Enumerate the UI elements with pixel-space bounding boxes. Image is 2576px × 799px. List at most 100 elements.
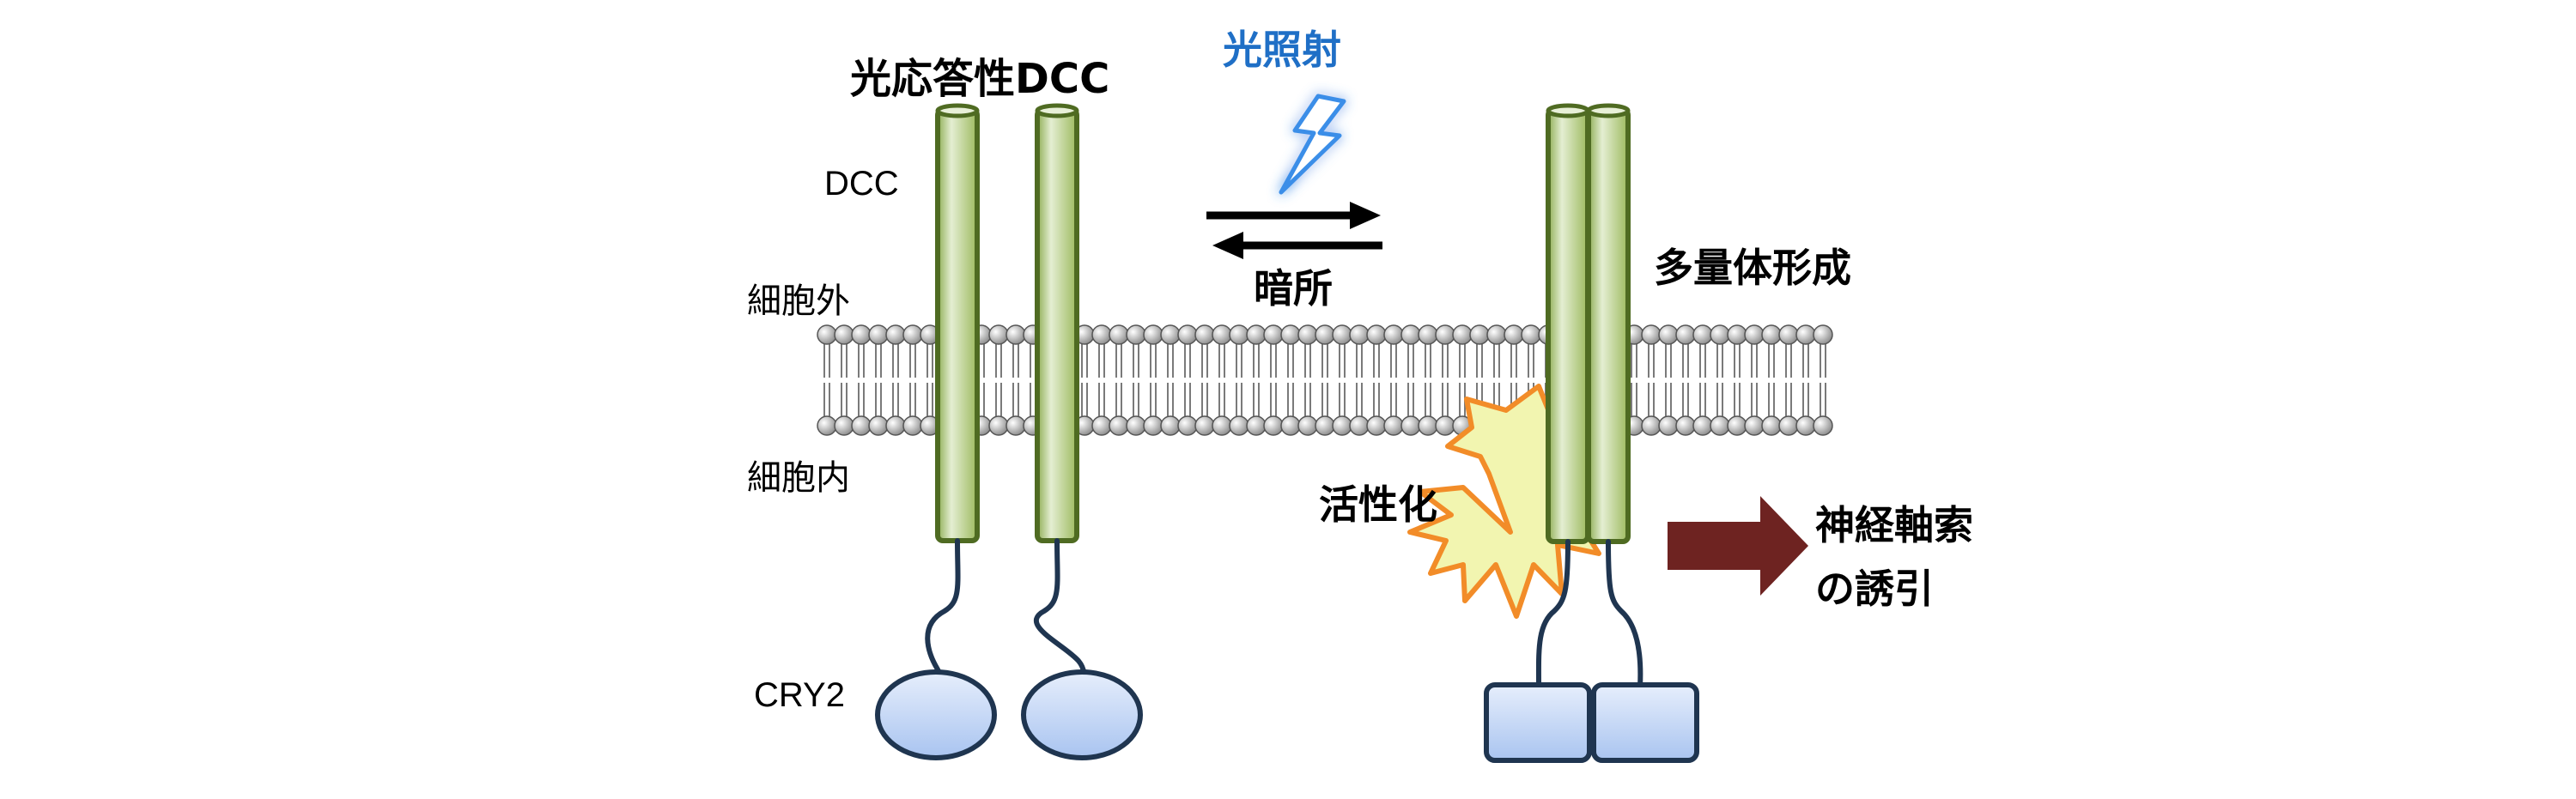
lipid-head	[1744, 324, 1765, 345]
lipid-head	[1177, 415, 1198, 436]
lipid-head	[988, 324, 1009, 345]
lipid-head	[1143, 415, 1163, 436]
lipid-head	[1366, 415, 1387, 436]
light-forward-arrow	[1206, 202, 1381, 229]
dcc-dimer-rod-1	[1546, 103, 1590, 544]
lipid-head	[1246, 324, 1267, 345]
lipid-head	[851, 324, 872, 345]
lipid-head	[1435, 324, 1455, 345]
lipid-head	[1143, 324, 1163, 345]
lipid-head	[1349, 415, 1370, 436]
lipid-head	[1229, 415, 1249, 436]
lipid-head	[1160, 324, 1181, 345]
lipid-head	[834, 415, 854, 436]
lipid-head	[1194, 415, 1215, 436]
lipid-head	[1263, 415, 1284, 436]
lipid-head	[834, 324, 854, 345]
lipid-head	[1727, 415, 1747, 436]
extracellular-label: 細胞外	[747, 282, 850, 320]
lipid-head	[1005, 415, 1026, 436]
lipid-head	[1212, 324, 1232, 345]
lipid-head	[1504, 324, 1524, 345]
cry2-monomer-2	[1021, 669, 1143, 760]
lipid-head	[1194, 324, 1215, 345]
lipid-head	[1761, 324, 1782, 345]
lipid-head	[902, 324, 923, 345]
lipid-head	[1005, 324, 1026, 345]
lipid-head	[1246, 415, 1267, 436]
lipid-head	[885, 324, 906, 345]
lipid-head	[1778, 324, 1799, 345]
dcc-label: DCC	[824, 165, 899, 203]
lipid-head	[1675, 324, 1696, 345]
lipid-head	[1280, 415, 1301, 436]
lipid-head	[1297, 415, 1318, 436]
lipid-head	[1692, 324, 1713, 345]
lipid-head	[1315, 324, 1335, 345]
lipid-head	[1109, 324, 1129, 345]
linker-right-2	[1606, 539, 1643, 689]
linker-left-2	[1034, 538, 1087, 689]
lipid-head	[1263, 324, 1284, 345]
lipid-head	[1813, 415, 1833, 436]
axon-attraction-label-line2: の誘引	[1815, 566, 1934, 612]
lipid-head	[1744, 415, 1765, 436]
lipid-head	[1692, 415, 1713, 436]
lipid-head	[1332, 415, 1352, 436]
lipid-head	[1641, 415, 1662, 436]
lipid-head	[1400, 415, 1421, 436]
dcc-monomer-left-2	[1035, 103, 1079, 543]
lipid-head	[1297, 324, 1318, 345]
lipid-head	[1383, 324, 1404, 345]
lipid-head	[1349, 324, 1370, 345]
lipid-head	[1091, 415, 1112, 436]
output-arrow	[1668, 496, 1808, 596]
intracellular-label: 細胞内	[747, 459, 850, 497]
lipid-head	[1177, 324, 1198, 345]
linker-left-1	[925, 538, 961, 689]
lipid-head	[851, 415, 872, 436]
lipid-head	[1486, 324, 1507, 345]
lipid-head	[1452, 324, 1473, 345]
lipid-head	[1212, 415, 1232, 436]
cry2-monomer-1	[875, 669, 997, 760]
title-label: 光応答性DCC	[850, 55, 1110, 103]
lipid-head	[1727, 324, 1747, 345]
lipid-head	[1280, 324, 1301, 345]
lipid-head	[1418, 415, 1438, 436]
cry2-cluster-2	[1591, 682, 1699, 763]
lipid-head	[1521, 324, 1541, 345]
lipid-head	[885, 415, 906, 436]
lipid-head	[1761, 415, 1782, 436]
lipid-head	[1160, 415, 1181, 436]
lipid-head	[1400, 324, 1421, 345]
lipid-head	[1710, 415, 1730, 436]
lipid-head	[1435, 415, 1455, 436]
lipid-head	[1658, 415, 1679, 436]
lipid-head	[817, 324, 837, 345]
lipid-head	[988, 415, 1009, 436]
light-label: 光照射	[1223, 27, 1341, 73]
multimer-label: 多量体形成	[1654, 245, 1851, 291]
lipid-head	[817, 415, 837, 436]
lipid-head	[868, 415, 889, 436]
lipid-head	[1332, 324, 1352, 345]
lipid-head	[902, 415, 923, 436]
lipid-head	[1469, 324, 1490, 345]
activation-label: 活性化	[1319, 481, 1437, 528]
dark-label: 暗所	[1254, 265, 1333, 312]
lipid-head	[1418, 324, 1438, 345]
lipid-head	[1126, 324, 1146, 345]
lipid-head	[868, 324, 889, 345]
lipid-head	[1091, 324, 1112, 345]
lipid-head	[1383, 415, 1404, 436]
cry2-label: CRY2	[754, 676, 845, 714]
dcc-monomer-left-1	[935, 103, 980, 543]
lipid-head	[1366, 324, 1387, 345]
lipid-head	[1126, 415, 1146, 436]
lipid-head	[1813, 324, 1833, 345]
dark-reverse-arrow	[1212, 232, 1382, 259]
lipid-head	[1109, 415, 1129, 436]
dcc-dimer-rod-2	[1586, 103, 1631, 544]
